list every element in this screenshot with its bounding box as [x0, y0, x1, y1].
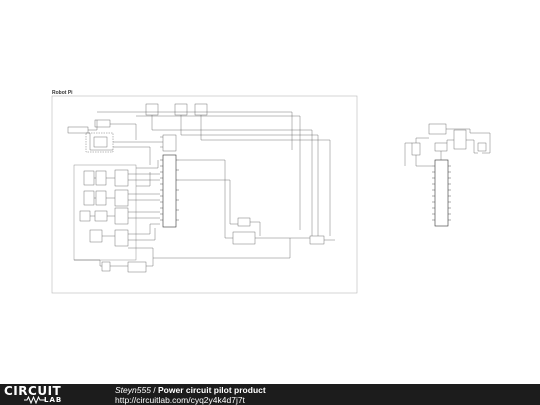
part-box [89, 229, 103, 243]
part-box [145, 103, 159, 116]
separator: / [150, 385, 159, 395]
resistor-icon [24, 396, 46, 404]
microcontroller-chip [434, 159, 449, 227]
chip-pins [160, 159, 179, 221]
part-box [95, 170, 107, 186]
driver-ic [114, 207, 129, 225]
region-label: Robot Pi [52, 90, 73, 96]
part-box [453, 129, 467, 150]
schematic-url[interactable]: http://circuitlab.com/cyq2y4k4d7j7t [115, 395, 245, 405]
robot-pi-region [51, 95, 358, 294]
driver-ic [114, 229, 129, 247]
part-box [94, 119, 111, 128]
part-box [428, 123, 447, 135]
part-box [67, 126, 89, 134]
part-box [174, 103, 188, 116]
circuitlab-logo[interactable]: CIRCUIT LAB [4, 384, 104, 405]
part-box [411, 142, 421, 156]
driver-ic [114, 169, 129, 187]
left-circuit [67, 103, 335, 273]
part-box [477, 142, 487, 152]
part-box [95, 190, 107, 206]
chip-pins [432, 165, 451, 221]
part-box [83, 170, 95, 186]
part-box [93, 136, 108, 148]
driver-ic [114, 189, 129, 207]
footer-bar: CIRCUIT LAB Steyn555 / Power circuit pil… [0, 384, 540, 405]
right-circuit [404, 123, 491, 227]
part-box [83, 190, 95, 206]
schematic-title[interactable]: Power circuit pilot product [158, 385, 266, 395]
author-name[interactable]: Steyn555 [115, 385, 151, 395]
schematic-meta: Steyn555 / Power circuit pilot product h… [115, 385, 266, 405]
driver-area [73, 164, 137, 261]
part-box [127, 261, 147, 273]
microcontroller-chip [162, 154, 177, 228]
part-box [237, 217, 251, 227]
part-box [309, 235, 325, 245]
part-box [434, 142, 448, 152]
dashed-module [85, 132, 114, 153]
part-box [232, 231, 256, 245]
part-box [194, 103, 208, 116]
part-box [94, 210, 108, 222]
schematic-canvas: Robot Pi [51, 90, 491, 294]
logo-bottom-text: LAB [44, 396, 63, 404]
part-box [101, 261, 111, 272]
logo-top-text: CIRCUIT [4, 384, 62, 398]
part-box [79, 210, 91, 222]
part-box [162, 134, 177, 152]
